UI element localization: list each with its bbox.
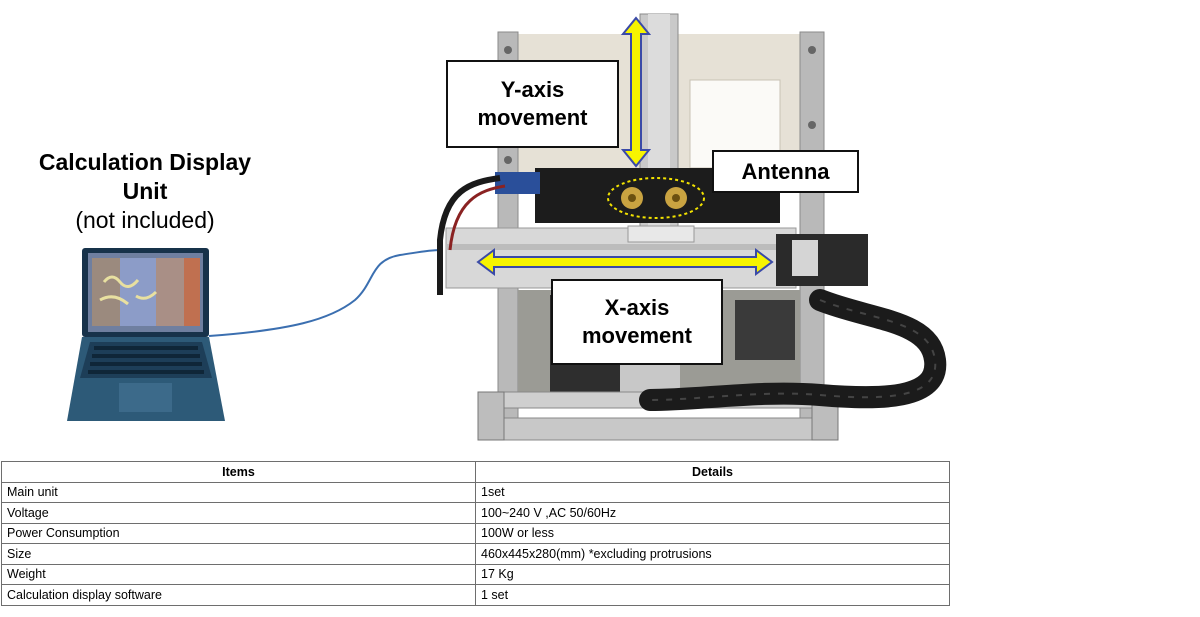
table-row: Calculation display software 1 set [1,584,950,606]
x-axis-label: X-axis movement [551,279,723,365]
y-axis-label: Y-axis movement [446,60,619,148]
antenna-label-text: Antenna [741,158,830,184]
item-cell: Weight [1,563,476,585]
detail-cell: 460x445x280(mm) *excluding protrusions [475,543,950,565]
item-cell: Size [1,543,476,565]
detail-cell: 100~240 V ,AC 50/60Hz [475,502,950,524]
detail-cell: 1 set [475,584,950,606]
detail-cell: 1set [475,481,950,503]
callout-title-line1: Calculation Display [38,149,252,175]
table-row: Size 460x445x280(mm) *excluding protrusi… [1,543,950,565]
header-details: Details [475,461,950,483]
y-axis-arrow [620,16,652,168]
table-row: Voltage 100~240 V ,AC 50/60Hz [1,502,950,524]
item-cell: Calculation display software [1,584,476,606]
table-row: Power Consumption 100W or less [1,522,950,544]
table-row: Main unit 1set [1,481,950,503]
detail-cell: 100W or less [475,522,950,544]
laptop-icon [67,248,225,421]
x-axis-label-line2: movement [581,323,693,348]
item-cell: Voltage [1,502,476,524]
cable [208,249,441,337]
table-row: Weight 17 Kg [1,563,950,585]
product-figure: Calculation Display Unit (not included) [20,13,947,441]
callout-subtitle: (not included) [75,207,215,233]
item-cell: Main unit [1,481,476,503]
x-axis-arrow [476,248,774,276]
callout-title-line2: Unit [122,178,168,204]
header-items: Items [1,461,476,483]
detail-cell: 17 Kg [475,563,950,585]
calculation-display-callout: Calculation Display Unit (not included) [20,148,270,235]
item-cell: Power Consumption [1,522,476,544]
antenna-label: Antenna [712,150,859,193]
spec-table: Items Details Main unit 1set Voltage 100… [1,461,950,606]
table-header-row: Items Details [1,461,950,483]
x-axis-label-line1: X-axis [604,295,670,320]
y-axis-label-line1: Y-axis [500,77,565,102]
y-axis-label-line2: movement [477,105,588,130]
